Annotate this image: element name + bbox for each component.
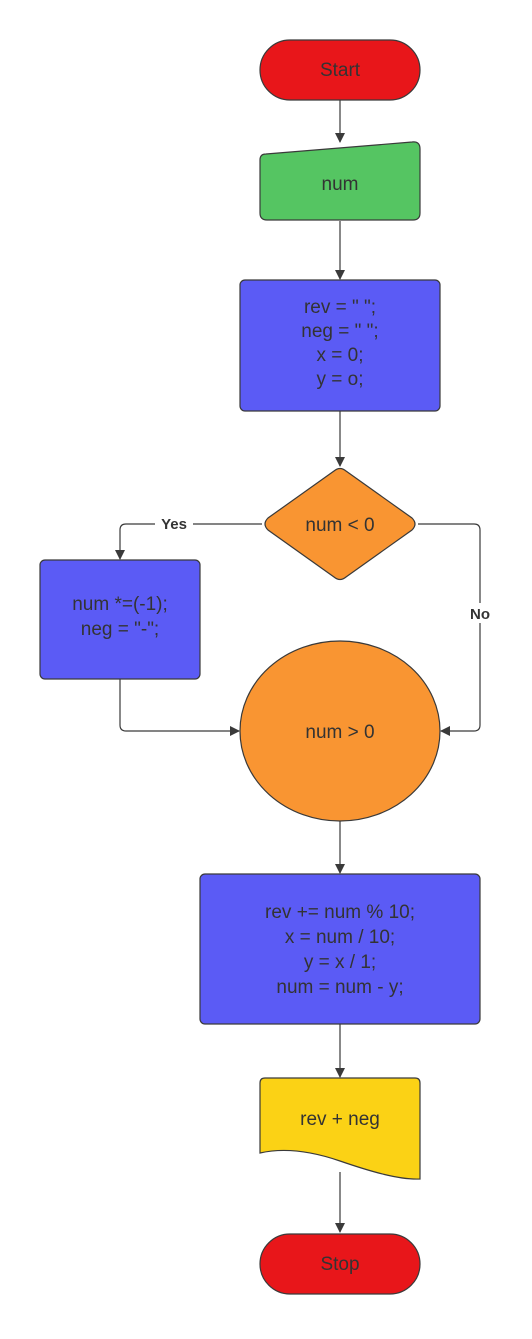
input-num-label: num xyxy=(322,174,359,195)
loop-body-line-4: num = num - y; xyxy=(276,977,403,998)
loop-body-line-1: rev += num % 10; xyxy=(265,902,415,923)
edge-label-yes-bg xyxy=(155,515,193,533)
decision-negative-node: num < 0 xyxy=(264,467,416,581)
stop-shape xyxy=(259,1233,421,1295)
loop-condition-label: num > 0 xyxy=(305,722,374,743)
loop-condition-shape xyxy=(239,640,441,822)
edge-negate-to-loop xyxy=(119,679,240,736)
loop-body-shape xyxy=(199,873,481,1025)
edge-label-yes: Yes xyxy=(161,516,187,533)
negate-line-1: num *=(-1); xyxy=(72,594,168,615)
negate-process-shape xyxy=(39,559,201,680)
start-node: Start xyxy=(259,39,421,101)
decision-negative-label: num < 0 xyxy=(305,515,374,536)
stop-node: Stop xyxy=(259,1233,421,1295)
stop-label: Stop xyxy=(320,1254,359,1275)
negate-process-node: num *=(-1); neg = "-"; xyxy=(39,559,201,680)
output-node: rev + neg xyxy=(259,1077,421,1180)
loop-condition-node: num > 0 xyxy=(239,640,441,822)
init-process-node: rev = " "; neg = " "; x = 0; y = o; xyxy=(239,279,441,412)
start-label: Start xyxy=(320,60,361,81)
edge-label-no: No xyxy=(470,606,490,623)
decision-negative-shape xyxy=(264,467,416,581)
edge-decision-no xyxy=(418,523,481,736)
edge-decision-yes xyxy=(115,523,262,560)
negate-line-2: neg = "-"; xyxy=(81,619,159,640)
edges xyxy=(115,100,481,1233)
loop-body-line-2: x = num / 10; xyxy=(285,927,395,948)
init-line-3: x = 0; xyxy=(317,345,364,366)
start-shape xyxy=(259,39,421,101)
input-num-node: num xyxy=(259,141,421,221)
output-shape xyxy=(259,1077,421,1180)
loop-body-line-3: y = x / 1; xyxy=(304,952,376,973)
input-num-shape xyxy=(259,141,421,221)
init-line-1: rev = " "; xyxy=(304,297,376,318)
edge-label-no-bg xyxy=(465,603,495,623)
loop-body-node: rev += num % 10; x = num / 10; y = x / 1… xyxy=(199,873,481,1025)
init-line-4: y = o; xyxy=(317,369,364,390)
init-line-2: neg = " "; xyxy=(301,321,378,342)
output-label: rev + neg xyxy=(300,1109,380,1130)
init-process-shape xyxy=(239,279,441,412)
